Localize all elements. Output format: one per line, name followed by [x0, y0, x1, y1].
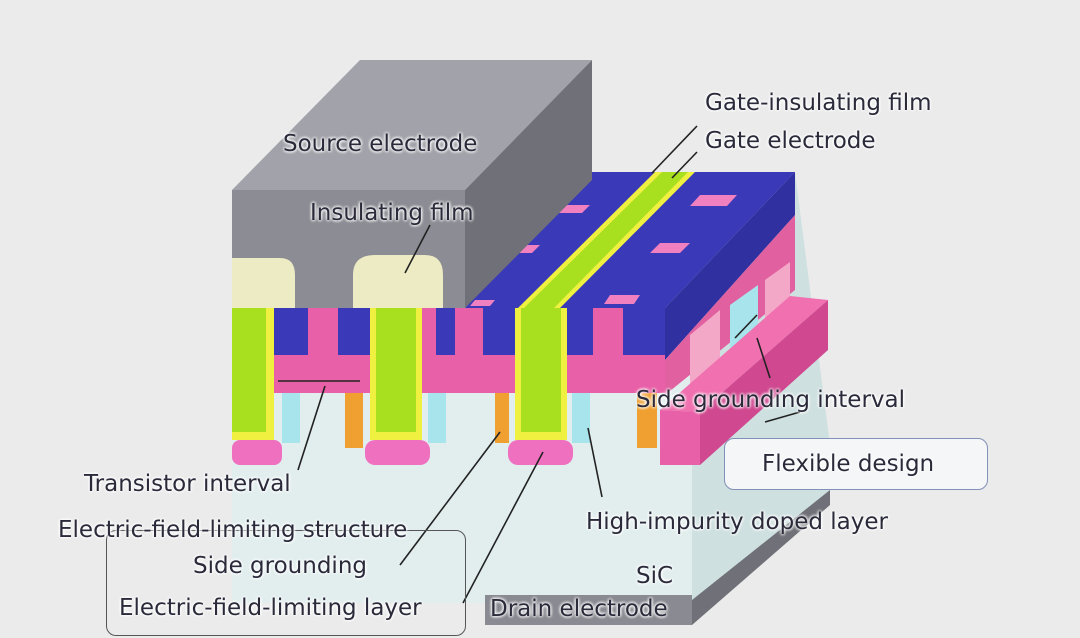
label-drain-electrode: Drain electrode — [490, 596, 668, 622]
label-gate-electrode: Gate electrode — [705, 128, 876, 154]
label-side-grounding: Side grounding — [193, 553, 367, 579]
source-electrode-side — [465, 60, 592, 308]
label-flexible-design: Flexible design — [762, 451, 935, 477]
pink-ledge — [660, 296, 828, 412]
label-high-impurity-doped-layer: High-impurity doped layer — [586, 509, 888, 535]
label-gate-insulating-film: Gate-insulating film — [705, 90, 932, 116]
label-sic: SiC — [636, 563, 674, 589]
source-electrode-top — [232, 60, 592, 190]
label-insulating-film: Insulating film — [310, 200, 474, 226]
label-side-grounding-interval: Side grounding interval — [636, 387, 905, 413]
flexible-design-box — [724, 438, 988, 490]
label-electric-field-limiting-layer: Electric-field-limiting layer — [119, 595, 422, 621]
electric-field-limiting-structure-bracket — [106, 530, 466, 636]
pink-layer — [232, 355, 665, 393]
insulating-film-bump — [353, 255, 443, 308]
insulating-film-bump — [232, 258, 295, 308]
label-transistor-interval: Transistor interval — [84, 471, 291, 497]
label-source-electrode: Source electrode — [283, 131, 478, 157]
blue-layer — [232, 308, 665, 360]
label-electric-field-limiting-structure: Electric-field-limiting structure — [58, 517, 408, 543]
gate-trenches — [232, 308, 567, 440]
